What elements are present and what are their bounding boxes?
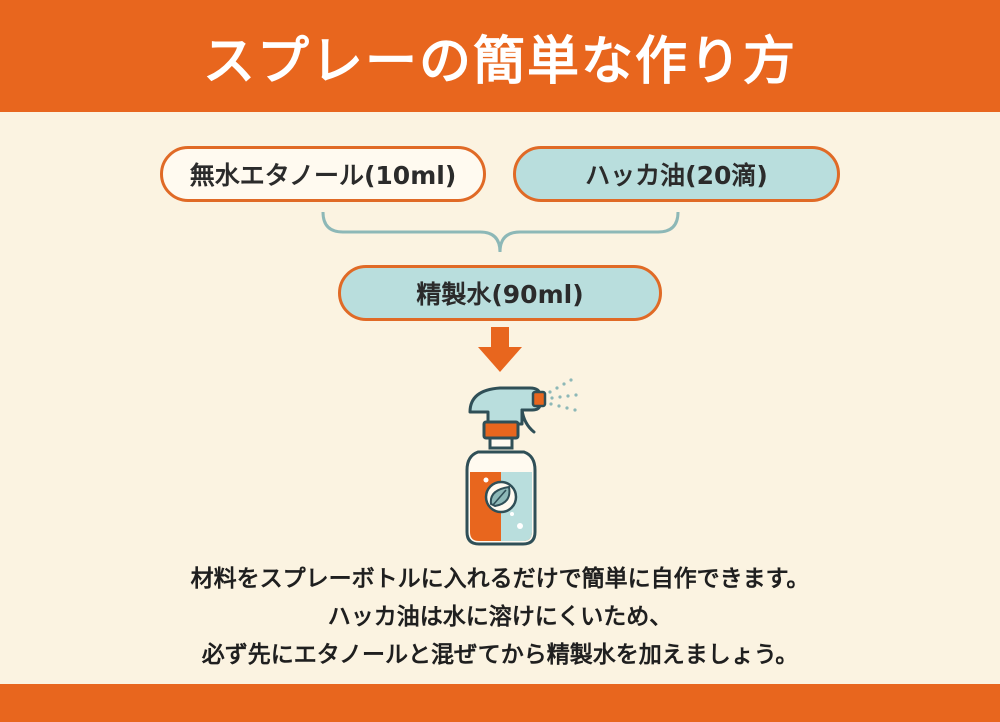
leaf-icon [484, 480, 518, 514]
merge-bracket [321, 211, 680, 253]
ingredient-water: 精製水(90ml) [338, 265, 662, 321]
ingredient-mint-oil: ハッカ油(20滴) [513, 146, 840, 202]
ingredient-ethanol: 無水エタノール(10ml) [160, 146, 486, 202]
instruction-line-2: ハッカ油は水に溶けにくいため、 [327, 604, 673, 630]
instruction-line-3: 必ず先にエタノールと混ぜてから精製水を加えましょう。 [201, 642, 799, 668]
down-arrow-icon [478, 327, 522, 372]
footer-band [0, 684, 1000, 722]
page-title: スプレーの簡単な作り方 [202, 31, 797, 92]
spray-bottle-icon [465, 378, 578, 546]
title-banner: スプレーの簡単な作り方 [0, 0, 1000, 112]
instructions-text: 材料をスプレーボトルに入れるだけで簡単に自作できます。 ハッカ油は水に溶けにくい… [0, 560, 1000, 674]
instruction-line-1: 材料をスプレーボトルに入れるだけで簡単に自作できます。 [190, 566, 810, 592]
